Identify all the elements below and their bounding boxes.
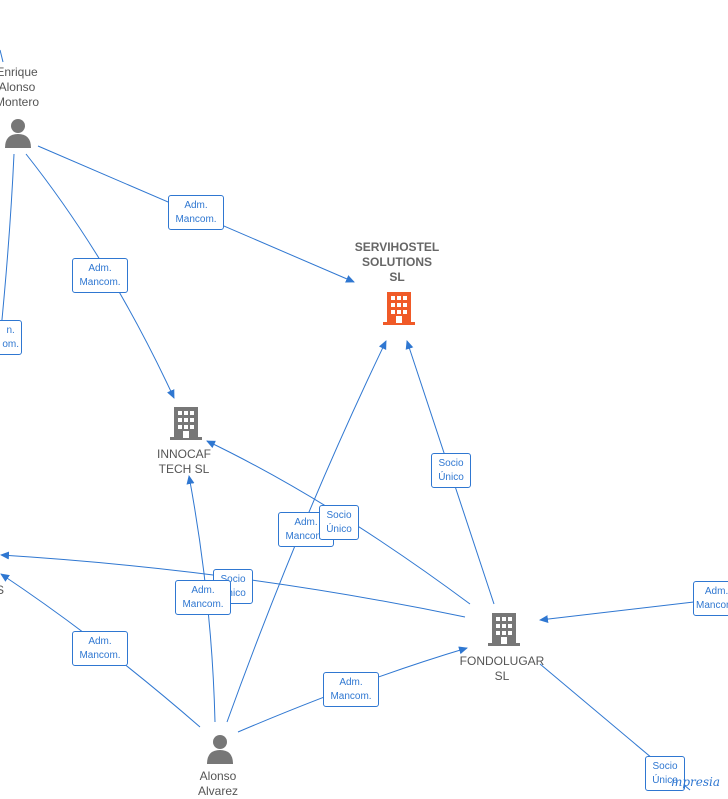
person-icon (5, 119, 31, 148)
edge-line (0, 153, 15, 341)
building-icon (488, 613, 520, 646)
edge-label: n. om. (0, 320, 22, 355)
edge-label: Adm. Mancom. (72, 631, 128, 666)
node-label-enrique[interactable]: Enrique Alonso Montero (0, 65, 40, 109)
edge-label: Adm. Mancom. (693, 581, 728, 616)
person-icon (207, 735, 233, 764)
building-icon (170, 407, 202, 440)
node-label-fondolugar[interactable]: FONDOLUGAR SL (459, 654, 545, 683)
edge-label: Adm. Mancom. (72, 258, 128, 293)
edge-label: Socio Único (645, 756, 685, 791)
edge-label: Socio Único (319, 505, 359, 540)
node-label-servihostel[interactable]: SERVIHOSTEL SOLUTIONS SL (354, 240, 440, 284)
edge-label: Adm. Mancom. (175, 580, 231, 615)
node-label-innocaf[interactable]: INNOCAF TECH SL (157, 447, 211, 476)
edge-label: Adm. Mancom. (168, 195, 224, 230)
edge-label: Adm. Mancom. (323, 672, 379, 707)
building-icon (383, 292, 415, 325)
edge-line (0, 49, 4, 63)
watermark: mpresia (671, 775, 721, 789)
node-label-left-partial[interactable]: S (0, 583, 4, 598)
edge-label: Socio Único (431, 453, 471, 488)
